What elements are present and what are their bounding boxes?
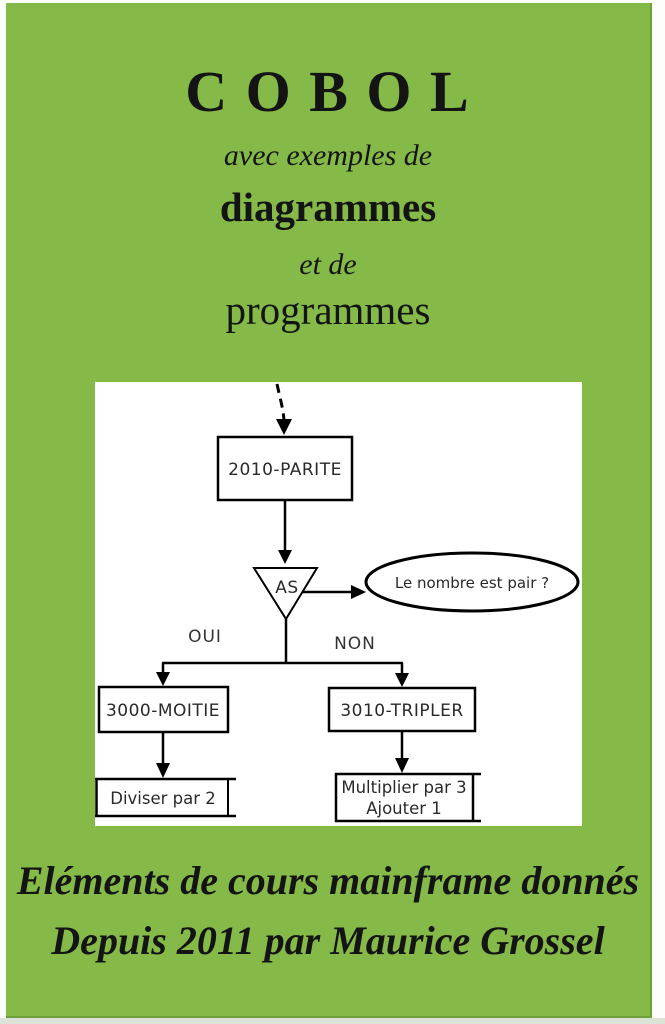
node-3010-tripler-label: 3010-TRIPLER — [340, 701, 463, 721]
arrow-parite-to-decision — [278, 500, 292, 564]
branch-lines — [162, 619, 403, 665]
arrow-to-tripler — [395, 663, 409, 687]
subtitle-programmes: programmes — [225, 287, 431, 333]
question-label: Le nombre est pair ? — [395, 574, 549, 592]
entry-arrow-icon — [275, 383, 292, 435]
action-multiplier-label-line2: Ajouter 1 — [366, 799, 442, 818]
footer-course-line: Eléments de cours mainframe donnés — [16, 858, 640, 903]
decision-as-label: AS — [275, 578, 298, 598]
subtitle-avec-exemples: avec exemples de — [223, 139, 433, 172]
flowchart-svg: 2010-PARITE AS — [95, 383, 580, 823]
bottom-edge-strip — [0, 1018, 665, 1024]
action-diviser-label: Diviser par 2 — [110, 789, 216, 808]
action-diviser-box: Diviser par 2 — [95, 777, 236, 818]
node-3000-moitie: 3000-MOITIE — [97, 685, 230, 734]
branch-non-label: NON — [334, 634, 376, 654]
arrow-moitie-to-action — [156, 732, 170, 778]
subtitle-et-de: et de — [299, 248, 357, 281]
node-3000-moitie-label: 3000-MOITIE — [106, 701, 220, 721]
node-2010-parite: 2010-PARITE — [216, 435, 354, 502]
flowchart-panel: 2010-PARITE AS — [95, 382, 582, 826]
action-multiplier-box: Multiplier par 3 Ajouter 1 — [334, 772, 481, 823]
subtitle-diagrammes: diagrammes — [219, 184, 437, 230]
page-title: C O B O L — [185, 59, 471, 124]
node-2010-parite-label: 2010-PARITE — [228, 460, 342, 480]
arrow-decision-to-question — [302, 585, 366, 599]
decision-triangle-as: AS — [252, 567, 319, 621]
arrow-tripler-to-action — [395, 731, 409, 773]
question-ellipse: Le nombre est pair ? — [364, 551, 580, 613]
green-cover-background: C O B O L avec exemples de diagrammes et… — [6, 3, 652, 1018]
branch-oui-label: OUI — [188, 627, 222, 647]
node-3010-tripler: 3010-TRIPLER — [327, 686, 477, 733]
arrow-to-moitie — [156, 663, 170, 686]
action-multiplier-label-line1: Multiplier par 3 — [341, 778, 466, 797]
footer-author-line: Depuis 2011 par Maurice Grossel — [51, 918, 605, 963]
